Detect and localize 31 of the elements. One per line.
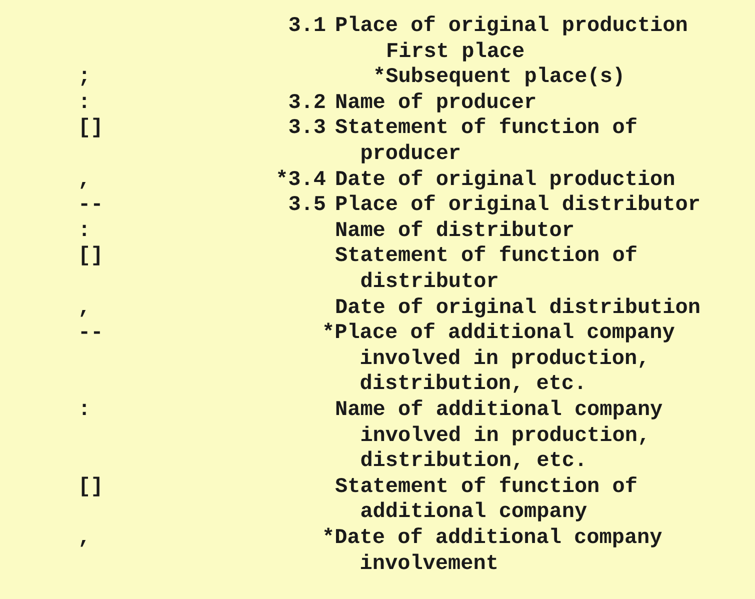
element-text: Place of original distributor	[335, 193, 700, 219]
punctuation-mark: []	[78, 474, 104, 500]
punctuation-mark: ,	[78, 526, 91, 552]
punctuation-mark: []	[78, 244, 104, 270]
section-number: 3.5	[288, 193, 326, 219]
element-text: Name of additional company involved in production, distribution, etc.	[335, 398, 664, 475]
element-text: Statement of function of additional company	[335, 474, 638, 526]
punctuation-mark: :	[78, 398, 91, 424]
section-number: 3.1	[288, 14, 326, 40]
section-number: *3.4	[276, 168, 326, 194]
section-number: 3.2	[288, 90, 326, 116]
element-text: Name of distributor	[335, 218, 574, 244]
element-text: First place	[386, 40, 525, 66]
element-text: Date of original production	[335, 168, 676, 194]
element-text: *Date of additional company involvement	[322, 526, 664, 578]
punctuation-mark: ;	[78, 65, 91, 91]
element-text: *Place of additional company involved in production, distribution, etc.	[322, 321, 676, 398]
punctuation-mark: :	[78, 90, 91, 116]
element-text: Date of original distribution	[335, 296, 700, 322]
element-text: Statement of function of producer	[335, 116, 638, 168]
punctuation-mark: ,	[78, 168, 91, 194]
punctuation-mark: ,	[78, 296, 91, 322]
punctuation-mark: --	[78, 321, 104, 347]
element-text: Name of producer	[335, 90, 537, 116]
punctuation-mark: --	[78, 193, 104, 219]
punctuation-mark: []	[78, 116, 104, 142]
section-number: 3.3	[288, 116, 326, 142]
element-text: Place of original production	[335, 14, 688, 40]
punctuation-mark: :	[78, 218, 91, 244]
element-text: *Subsequent place(s)	[373, 65, 626, 91]
element-text: Statement of function of distributor	[335, 244, 638, 296]
